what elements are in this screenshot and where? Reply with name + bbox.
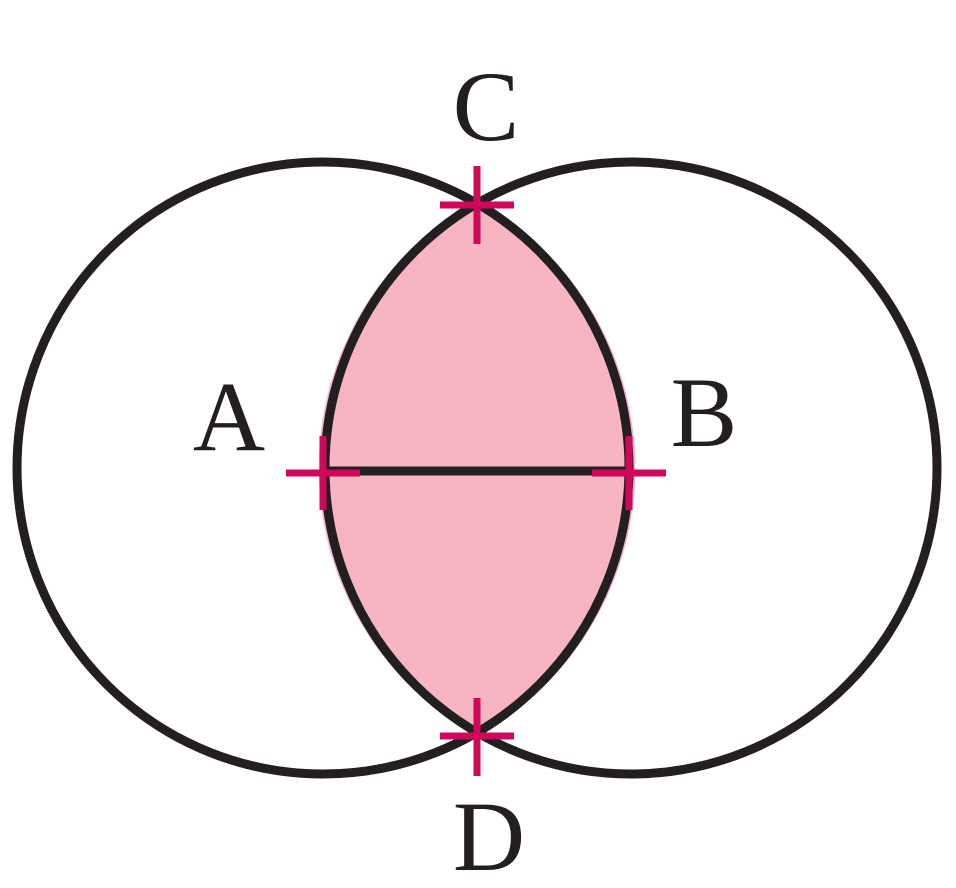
marker-a: [286, 436, 360, 510]
marker-b: [592, 436, 666, 510]
label-d: D: [453, 781, 525, 888]
label-c: C: [453, 51, 520, 162]
label-a: A: [193, 361, 265, 472]
label-b: B: [671, 357, 738, 468]
marker-c: [440, 166, 514, 244]
marker-d: [440, 698, 514, 776]
